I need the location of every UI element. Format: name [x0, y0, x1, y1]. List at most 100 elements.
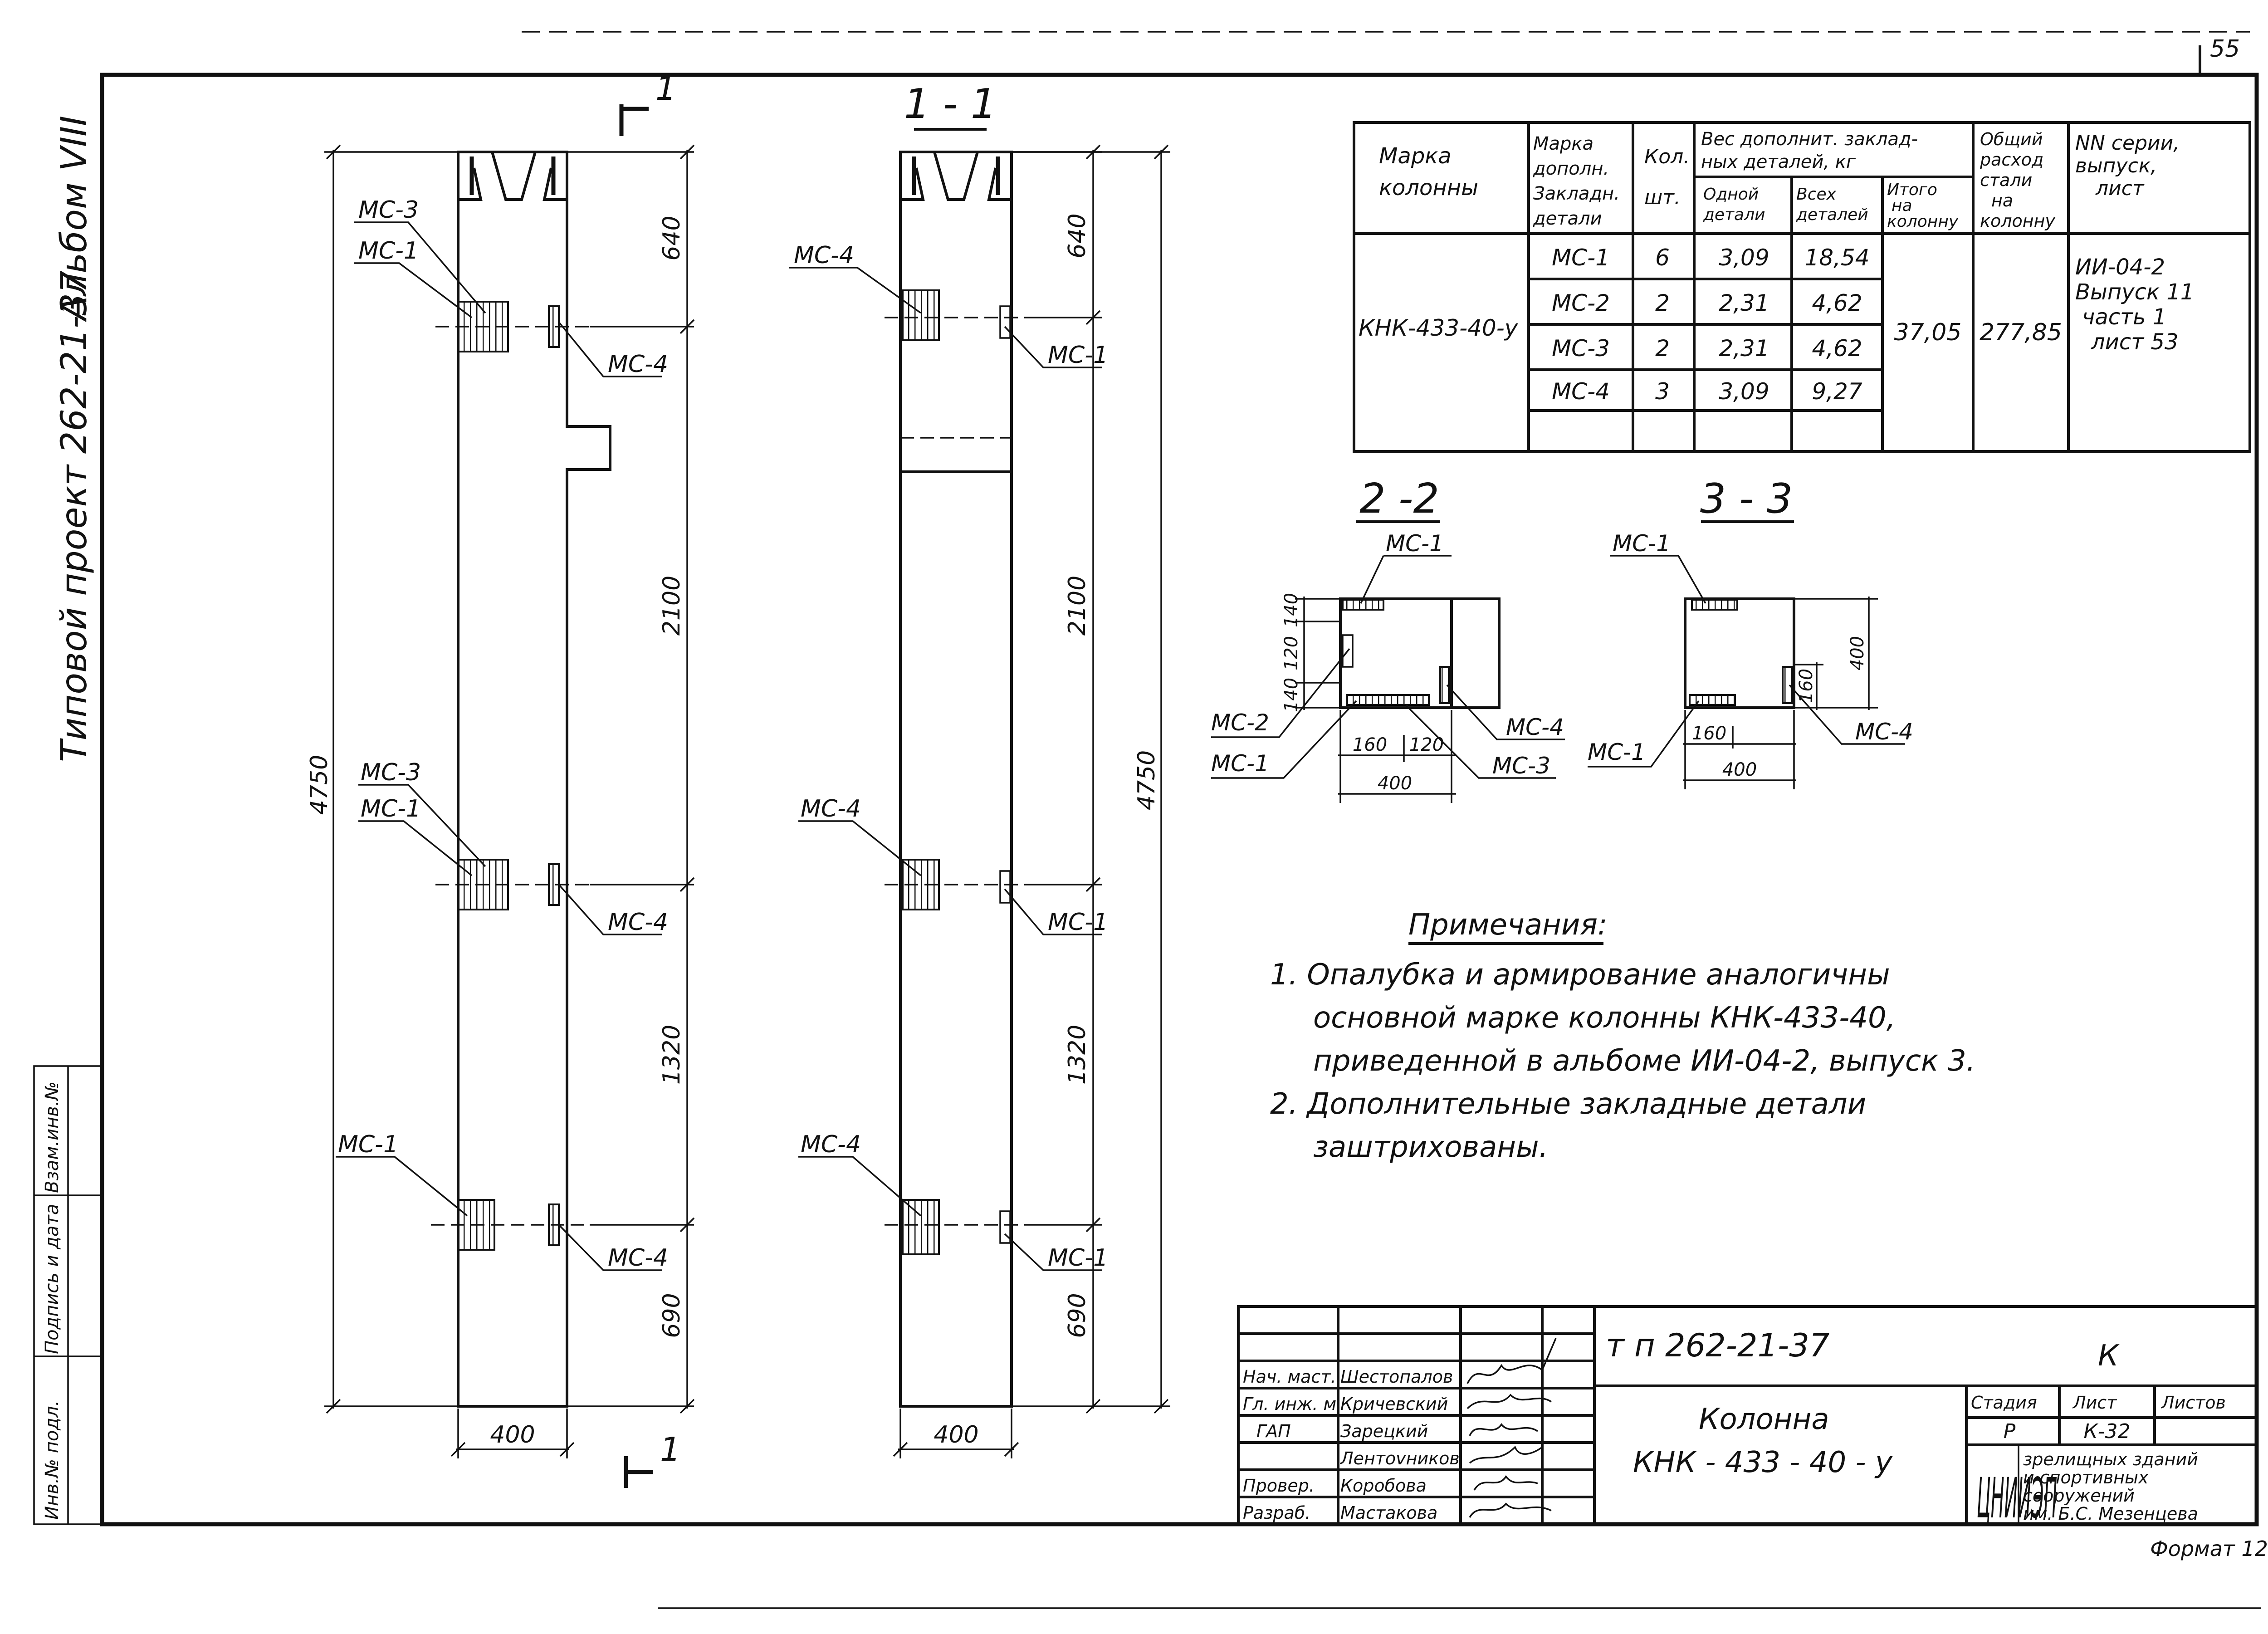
notes-title: Примечания:	[1408, 908, 1608, 942]
left-dim-2100: 2100	[658, 576, 685, 636]
notes: Примечания: 1. Опалубка и армирование ан…	[1270, 908, 1975, 1164]
tb-sheet-label: Лист	[2072, 1393, 2117, 1413]
tb-org-line-4: им. Б.С. Мезенцева	[2023, 1504, 2198, 1524]
left-label-ms4-top: МС-4	[608, 351, 668, 378]
row4-one: 3,09	[1719, 378, 1769, 405]
sign-date-label: Подпись и дата	[42, 1204, 63, 1354]
right-label-ms1-top: МС-1	[1048, 342, 1108, 369]
th-qty: Кол.шт.	[1644, 145, 1690, 209]
th-weight-group: Вес дополнит. заклад-ных деталей, кг	[1701, 129, 1918, 172]
signature-1	[1466, 1338, 1557, 1384]
tb-role-3: ГАП	[1256, 1421, 1291, 1441]
row2-qty: 2	[1655, 290, 1670, 316]
right-label-ms4-bot: МС-4	[801, 1131, 861, 1158]
row2-one: 2,31	[1719, 290, 1769, 316]
left-label-ms4-mid: МС-4	[608, 909, 668, 936]
section-2-2: 2 -2 140 120 140 160 120 400 МС-1 МС-2 М…	[1211, 475, 1565, 803]
table-total: 37,05	[1894, 319, 1962, 346]
tb-role-2: Гл. инж. м.	[1243, 1394, 1342, 1414]
s22-label-ms2: МС-2	[1211, 709, 1269, 736]
section-3-3: 3 - 3 400 160 160 400 МС-1 МС-1 МС-4	[1588, 475, 1913, 789]
tb-org-logo: ЦНИИЭП	[1977, 1467, 2057, 1531]
left-total-dim: 4750	[306, 755, 333, 815]
s22-label-ms3: МС-3	[1492, 753, 1550, 779]
vzam-label: Взам.инв.№	[42, 1081, 63, 1193]
left-dim-690: 690	[658, 1293, 685, 1338]
signature-6	[1469, 1502, 1552, 1518]
s22-label-ms1-bot: МС-1	[1211, 750, 1269, 777]
row3-qty: 2	[1655, 335, 1670, 362]
section-3-3-title: 3 - 3	[1700, 475, 1793, 523]
tb-sheet: К-32	[2083, 1420, 2130, 1443]
s33-dim-v1: 400	[1847, 636, 1868, 670]
inv-orig-label: Инв.№ подл.	[42, 1400, 63, 1520]
left-label-ms3-top: МС-3	[358, 196, 419, 224]
table-series-1: ИИ-04-2	[2075, 254, 2165, 280]
row2-all: 4,62	[1812, 290, 1862, 316]
left-margin: Альбом VIII Типовой проект 262-21-37 Вза…	[33, 116, 103, 1525]
left-label-ms1-bot: МС-1	[338, 1131, 398, 1158]
right-dim-1320: 1320	[1064, 1025, 1091, 1085]
row2-detail: МС-2	[1552, 290, 1610, 316]
table-steel: 277,85	[1980, 319, 2062, 346]
section-1-1-title: 1 - 1	[904, 80, 997, 128]
row4-qty: 3	[1655, 378, 1670, 405]
left-label-ms1-mid: МС-1	[361, 795, 421, 822]
s33-dim-v2: 160	[1796, 669, 1817, 703]
tb-role-6: Разраб.	[1243, 1503, 1310, 1523]
row1-qty: 6	[1655, 245, 1670, 271]
tb-name-2: Кричевский	[1340, 1394, 1448, 1414]
tb-org-line-3: сооружений	[2023, 1486, 2135, 1506]
table-mark: КНК-433-40-у	[1359, 315, 1519, 341]
right-dim-640: 640	[1064, 213, 1091, 258]
section-marker-bottom: 1	[660, 1430, 681, 1468]
tb-stage: Р	[2004, 1420, 2016, 1443]
sheet-number: 55	[2210, 35, 2240, 63]
tb-drawing-title-2: КНК - 433 - 40 - у	[1633, 1446, 1893, 1479]
tb-name-5: Коробова	[1340, 1476, 1427, 1496]
section-2-2-title: 2 -2	[1359, 475, 1439, 523]
row1-all: 18,54	[1804, 245, 1869, 271]
row3-one: 2,31	[1719, 335, 1769, 362]
right-label-ms1-mid: МС-1	[1048, 909, 1108, 936]
left-dim-1320: 1320	[658, 1025, 685, 1085]
sheet-frame	[100, 31, 2261, 1609]
left-label-ms3-mid: МС-3	[361, 759, 421, 786]
signature-5	[1473, 1475, 1538, 1491]
left-width-dim: 400	[490, 1421, 535, 1448]
project-label: Типовой проект 262-21-37	[54, 271, 95, 762]
tb-name-3: Зарецкий	[1340, 1421, 1428, 1441]
s33-dim-h2: 400	[1722, 759, 1757, 780]
signature-3	[1469, 1423, 1538, 1436]
note-line-4: 2. Дополнительные закладные детали	[1270, 1087, 1866, 1121]
table-series-4: лист 53	[2091, 329, 2179, 355]
album-label: Альбом VIII	[54, 116, 95, 323]
signature-4	[1469, 1445, 1543, 1464]
s33-dim-h1: 160	[1692, 723, 1726, 744]
s22-dim-h3: 400	[1378, 773, 1412, 794]
row1-detail: МС-1	[1552, 245, 1610, 271]
s22-dim-h1: 160	[1353, 734, 1387, 755]
tb-org-line-2: и спортивных	[2023, 1468, 2149, 1487]
table-series-2: Выпуск 11	[2075, 279, 2194, 305]
left-dim-640: 640	[658, 215, 685, 260]
tb-format: Формат 12	[2150, 1536, 2268, 1561]
s33-label-ms4: МС-4	[1855, 719, 1913, 745]
right-total-dim: 4750	[1133, 750, 1160, 810]
row4-all: 9,27	[1812, 378, 1862, 405]
note-line-1: 1. Опалубка и армирование аналогичны	[1270, 958, 1890, 992]
column-elevation-right: 1 - 1 640 2100 1320 690	[789, 80, 1170, 1458]
s22-label-ms4: МС-4	[1506, 714, 1564, 740]
note-line-5: заштрихованы.	[1313, 1130, 1548, 1164]
s22-dim-v2: 120	[1281, 636, 1302, 670]
right-dim-690: 690	[1064, 1293, 1091, 1338]
tb-role-5: Провер.	[1243, 1476, 1315, 1496]
tb-letter: К	[2098, 1339, 2120, 1373]
tb-role-1: Нач. маст.	[1243, 1367, 1336, 1387]
row3-all: 4,62	[1812, 335, 1862, 362]
